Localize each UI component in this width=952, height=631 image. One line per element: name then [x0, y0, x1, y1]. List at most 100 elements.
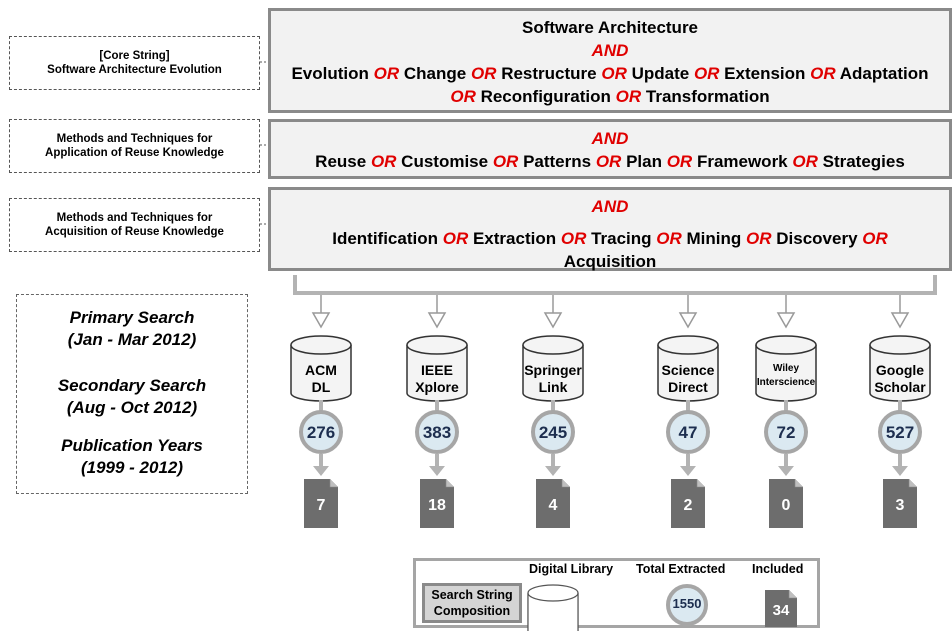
or-operator: OR — [442, 229, 469, 248]
secondary-search-title: Secondary Search — [57, 376, 207, 395]
document-icon — [420, 479, 454, 528]
or-operator: OR — [615, 87, 642, 106]
document-fold — [908, 479, 917, 488]
search-term: Adaptation — [839, 64, 929, 83]
extracted-count-circle — [764, 410, 808, 454]
library-name-line: IEEE — [421, 362, 453, 378]
or-operator: OR — [746, 229, 772, 248]
search-term: Mining — [686, 229, 742, 248]
or-operator: OR — [450, 87, 476, 106]
document-icon — [769, 479, 803, 528]
query-core-line2: OR Reconfiguration OR Transformation — [271, 85, 949, 108]
down-arrow-icon — [890, 312, 910, 329]
extracted-count-circle — [666, 410, 710, 454]
extracted-count: 383 — [422, 423, 452, 442]
or-operator: OR — [666, 152, 693, 171]
search-term: Evolution — [291, 64, 369, 83]
library-name-line: Science — [661, 362, 715, 378]
query-acquisition-line2: Acquisition — [271, 250, 949, 273]
search-term: Framework — [696, 152, 788, 171]
label-core-string: [Core String] Software Architecture Evol… — [9, 36, 260, 90]
document-icon — [304, 479, 338, 528]
label-application-line2: Application of Reuse Knowledge — [45, 147, 224, 159]
query-reuse-terms: Reuse OR Customise OR Patterns OR Plan O… — [271, 150, 949, 173]
down-arrow-icon — [313, 466, 329, 476]
database-top — [755, 335, 817, 355]
down-arrow-icon — [429, 466, 445, 476]
or-operator: OR — [373, 64, 400, 83]
or-operator: OR — [560, 229, 587, 248]
extracted-count: 276 — [306, 423, 336, 442]
database-top — [657, 335, 719, 355]
legend-library-heading: Digital Library — [529, 562, 614, 576]
library-name-line: Springer — [524, 362, 582, 378]
library-name-line: Xplore — [415, 379, 459, 395]
legend-database-icon — [527, 584, 579, 631]
legend-search-string-line1: Search String — [431, 588, 513, 602]
legend-search-string: Search String Composition — [422, 583, 522, 623]
or-operator: OR — [656, 229, 682, 248]
or-operator: OR — [370, 152, 397, 171]
library-name-line: Interscience — [756, 377, 816, 388]
included-count: 2 — [683, 497, 693, 514]
search-term: Tracing — [591, 229, 652, 248]
label-core-line2: Software Architecture Evolution — [47, 64, 222, 76]
label-acquisition: Methods and Techniques for Acquisition o… — [9, 198, 260, 252]
extracted-count: 245 — [538, 423, 568, 442]
or-operator: OR — [595, 152, 622, 171]
legend-extracted-heading: Total Extracted — [636, 562, 726, 576]
search-term: Plan — [626, 152, 662, 171]
document-fold — [445, 479, 454, 488]
database-top — [869, 335, 931, 355]
extracted-count-circle — [299, 410, 343, 454]
search-term: Strategies — [822, 152, 905, 171]
library-name-line: ACM — [305, 362, 337, 378]
library-name-line: Link — [538, 379, 568, 395]
legend-search-string-line2: Composition — [433, 604, 511, 618]
down-arrow-icon — [778, 466, 794, 476]
secondary-search-dates: (Aug - Oct 2012) — [66, 398, 198, 417]
search-term: Change — [403, 64, 467, 83]
search-term: Discovery — [776, 229, 858, 248]
publication-years-range: (1999 - 2012) — [80, 458, 184, 477]
down-arrow-icon — [427, 312, 447, 329]
or-operator: OR — [693, 64, 720, 83]
extracted-count: 47 — [678, 423, 698, 442]
included-count: 0 — [781, 497, 791, 514]
primary-search-dates: (Jan - Mar 2012) — [67, 330, 197, 349]
document-icon — [883, 479, 917, 528]
label-acquisition-line1: Methods and Techniques for — [56, 212, 213, 224]
search-term: Extension — [724, 64, 806, 83]
distribution-bracket — [293, 275, 937, 295]
library-name-line: Google — [875, 362, 925, 378]
document-fold — [561, 479, 570, 488]
query-core-box: Software Architecture AND Evolution OR C… — [268, 8, 952, 113]
library-name-line: Wiley — [772, 363, 800, 374]
search-info-panel: Primary Search (Jan - Mar 2012) Secondar… — [16, 294, 248, 494]
legend-total-extracted: 1550 — [672, 596, 702, 611]
or-operator: OR — [862, 229, 888, 248]
included-count: 4 — [548, 497, 558, 514]
query-acquisition-and: AND — [591, 197, 629, 216]
down-arrow-icon — [678, 312, 698, 329]
query-reuse-and: AND — [591, 129, 629, 148]
included-count: 18 — [428, 497, 446, 514]
or-operator: OR — [470, 64, 497, 83]
search-term: Update — [631, 64, 690, 83]
or-operator: OR — [492, 152, 519, 171]
document-fold — [329, 479, 338, 488]
library-name-line: Scholar — [874, 379, 926, 395]
extracted-count-circle — [415, 410, 459, 454]
down-arrow-icon — [311, 312, 331, 329]
down-arrow-icon — [543, 312, 563, 329]
search-term: Patterns — [523, 152, 592, 171]
query-acquisition-box: AND Identification OR Extraction OR Trac… — [268, 187, 952, 271]
query-reuse-box: AND Reuse OR Customise OR Patterns OR Pl… — [268, 119, 952, 179]
down-arrow-icon — [545, 466, 561, 476]
legend-extracted-circle — [666, 584, 708, 626]
down-arrow-icon — [892, 466, 908, 476]
document-fold — [696, 479, 705, 488]
or-operator: OR — [601, 64, 627, 83]
search-term: Reconfiguration — [480, 87, 611, 106]
